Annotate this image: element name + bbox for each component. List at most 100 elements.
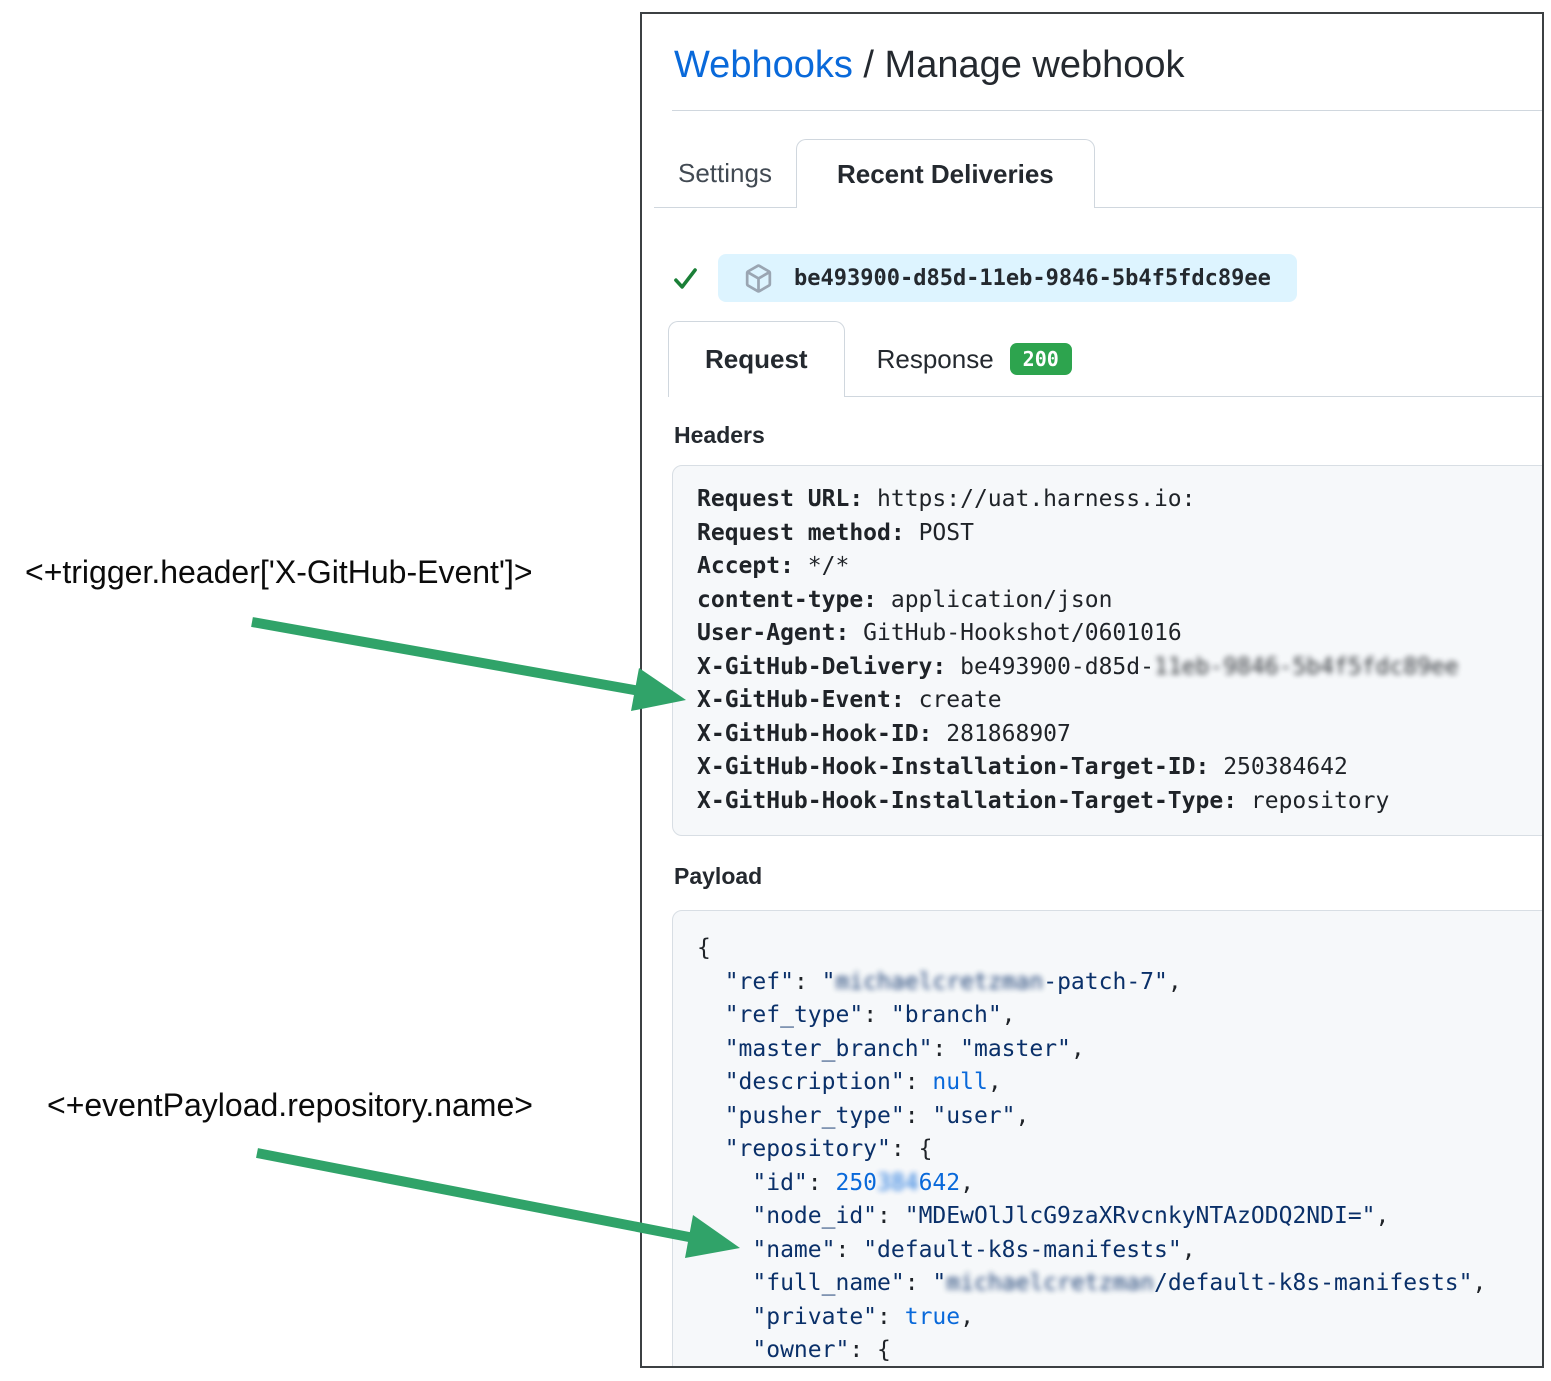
code-line: "pusher_type": "user", bbox=[697, 1100, 1542, 1134]
tab-response-label: Response bbox=[876, 343, 994, 374]
code-token: "master_branch" bbox=[724, 1035, 933, 1062]
code-token: : bbox=[807, 1169, 836, 1196]
code-token bbox=[697, 1136, 725, 1162]
redacted-text: 11eb-9846-5b4f5fdc89ee bbox=[1153, 653, 1459, 680]
code-token: : bbox=[793, 968, 822, 995]
code-token: , bbox=[1070, 1035, 1085, 1062]
code-token: "description" bbox=[724, 1069, 905, 1095]
code-token bbox=[697, 1337, 752, 1363]
code-token: : { bbox=[849, 1337, 891, 1363]
code-line: Request method: POST bbox=[697, 517, 1542, 551]
tab-recent-deliveries[interactable]: Recent Deliveries bbox=[795, 139, 1095, 208]
arrow-to-x-github-event bbox=[251, 617, 686, 711]
code-token: "full_name" bbox=[752, 1270, 905, 1296]
page-title: Webhooks / Manage webhook bbox=[674, 42, 1542, 88]
code-token: "user" bbox=[932, 1102, 1016, 1129]
code-line: "private": true, bbox=[697, 1301, 1542, 1335]
annotation-event-payload-expression: <+eventPayload.repository.name> bbox=[47, 1087, 533, 1123]
code-line: "repository": { bbox=[697, 1133, 1542, 1167]
code-token: , bbox=[1472, 1270, 1487, 1296]
code-token: "name" bbox=[752, 1236, 836, 1263]
delivery-guid: be493900-d85d-11eb-9846-5b4f5fdc89ee bbox=[794, 265, 1271, 291]
code-token: : { bbox=[890, 1136, 933, 1162]
code-line: Accept: */* bbox=[697, 550, 1542, 584]
code-token bbox=[697, 1069, 725, 1095]
code-token: "repository" bbox=[724, 1136, 891, 1162]
code-token: , bbox=[1181, 1236, 1196, 1263]
payload-code: { "ref": "michaelcretzman-patch-7", "ref… bbox=[672, 910, 1542, 1366]
code-line: User-Agent: GitHub-Hookshot/0601016 bbox=[697, 617, 1542, 651]
check-icon bbox=[674, 267, 697, 289]
breadcrumb-current: Manage webhook bbox=[884, 44, 1185, 86]
code-line: { bbox=[697, 932, 1542, 966]
headers-section-title: Headers bbox=[674, 422, 765, 448]
annotation-trigger-header-expression: <+trigger.header['X-GitHub-Event']> bbox=[25, 554, 533, 590]
code-line: "id": 250384642, bbox=[697, 1167, 1542, 1201]
code-line: "ref_type": "branch", bbox=[697, 999, 1542, 1033]
code-token: "default-k8s-manifests" bbox=[863, 1236, 1182, 1263]
code-token bbox=[697, 1103, 725, 1129]
code-token: "ref" bbox=[724, 968, 794, 995]
package-icon bbox=[745, 263, 772, 293]
code-token bbox=[697, 1237, 752, 1263]
redacted-text: michaelcretzman bbox=[946, 1270, 1154, 1296]
code-token: /default-k8s-manifests" bbox=[1154, 1270, 1473, 1296]
code-token: , bbox=[1375, 1203, 1390, 1229]
code-line: X-GitHub-Event: create bbox=[697, 684, 1542, 718]
delivery-item[interactable]: be493900-d85d-11eb-9846-5b4f5fdc89ee bbox=[718, 254, 1297, 302]
code-token: " bbox=[821, 968, 836, 995]
code-line: "full_name": "michaelcretzman/default-k8… bbox=[697, 1267, 1542, 1301]
header-value: 250384642 bbox=[1209, 754, 1348, 780]
tab-settings[interactable]: Settings bbox=[678, 158, 772, 188]
code-token: , bbox=[960, 1303, 974, 1330]
header-value: GitHub-Hookshot/0601016 bbox=[849, 620, 1182, 646]
header-key: content-type: bbox=[697, 586, 878, 613]
code-token bbox=[697, 1002, 725, 1028]
code-token: : bbox=[932, 1035, 961, 1062]
code-line: "ref": "michaelcretzman-patch-7", bbox=[697, 966, 1542, 1000]
code-token: "branch" bbox=[890, 1002, 1002, 1028]
code-line: "node_id": "MDEwOlJlcG9zaXRvcnkyNTAzODQ2… bbox=[697, 1200, 1542, 1234]
breadcrumb-separator: / bbox=[852, 44, 885, 86]
header-key: X-GitHub-Event: bbox=[697, 687, 905, 713]
code-line: X-GitHub-Hook-ID: 281868907 bbox=[697, 718, 1542, 752]
code-line: X-GitHub-Hook-Installation-Target-Type: … bbox=[697, 785, 1542, 819]
code-token: 642 bbox=[918, 1169, 961, 1196]
code-line: X-GitHub-Delivery: be493900-d85d-11eb-98… bbox=[697, 651, 1542, 685]
code-line: "master_branch": "master", bbox=[697, 1033, 1542, 1067]
tab-bar: Settings Recent Deliveries bbox=[654, 139, 1542, 208]
code-token bbox=[697, 969, 725, 995]
code-line: "description": null, bbox=[697, 1066, 1542, 1100]
code-token: "MDEwOlJlcG9zaXRvcnkyNTAzODQ2NDI=" bbox=[904, 1203, 1376, 1229]
code-token: null bbox=[932, 1069, 988, 1095]
code-token: "private" bbox=[752, 1303, 878, 1330]
code-token: "owner" bbox=[752, 1337, 850, 1363]
code-token: : bbox=[904, 1270, 933, 1296]
header-value: be493900-d85d- bbox=[946, 653, 1154, 680]
tab-request[interactable]: Request bbox=[668, 321, 845, 397]
header-key: X-GitHub-Hook-ID: bbox=[697, 720, 933, 747]
code-token: , bbox=[987, 1069, 1002, 1095]
payload-section-title: Payload bbox=[674, 863, 763, 889]
code-line: Request URL: https://uat.harness.io: bbox=[697, 483, 1542, 517]
tab-response[interactable]: Response 200 bbox=[845, 322, 1104, 396]
code-token bbox=[697, 1036, 725, 1062]
breadcrumb-webhooks-link[interactable]: Webhooks bbox=[674, 44, 853, 86]
code-token: 250 bbox=[835, 1169, 878, 1196]
header-value: repository bbox=[1237, 787, 1390, 814]
code-token: "ref_type" bbox=[724, 1002, 864, 1028]
header-key: X-GitHub-Hook-Installation-Target-ID: bbox=[697, 754, 1210, 780]
code-token: "node_id" bbox=[752, 1203, 878, 1229]
header-value: https://uat.harness.io: bbox=[863, 486, 1196, 512]
header-key: User-Agent: bbox=[697, 620, 850, 646]
title-divider bbox=[672, 110, 1542, 111]
redacted-text: michaelcretzman bbox=[835, 968, 1044, 995]
delivery-row: be493900-d85d-11eb-9846-5b4f5fdc89ee bbox=[672, 254, 1542, 302]
code-line: "owner": { bbox=[697, 1334, 1542, 1366]
code-token: : bbox=[904, 1102, 933, 1129]
code-token: , bbox=[1167, 968, 1182, 995]
code-token: true bbox=[904, 1303, 961, 1330]
code-line: "name": "default-k8s-manifests", bbox=[697, 1234, 1542, 1268]
code-token: : bbox=[877, 1203, 905, 1229]
